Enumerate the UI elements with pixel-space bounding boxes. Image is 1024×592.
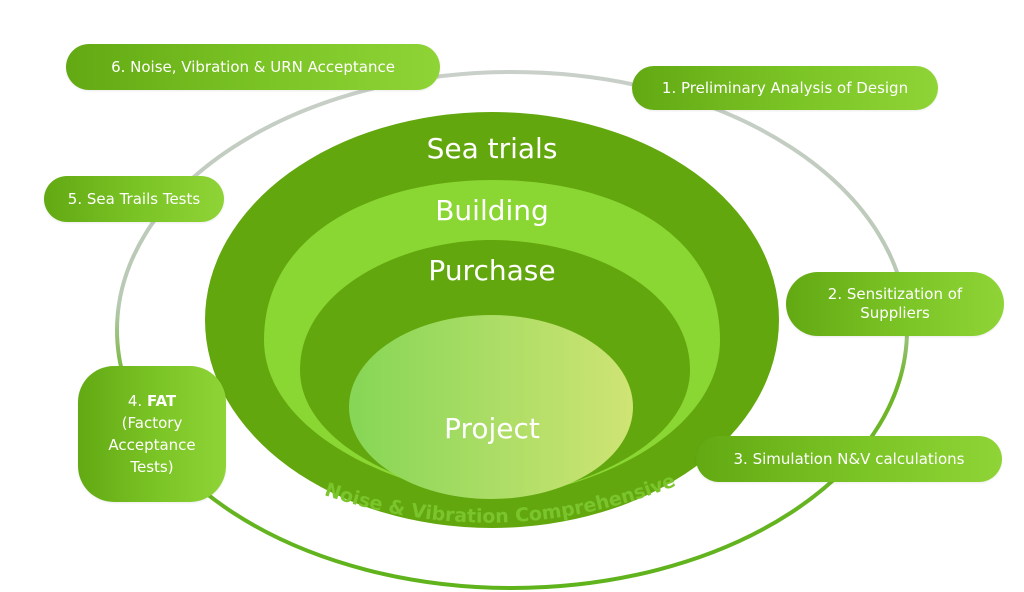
step-5-number: 5.: [67, 189, 83, 208]
step-2-label: Sensitization of Suppliers: [846, 285, 963, 322]
step-2-pill: 2. Sensitization of Suppliers: [786, 272, 1004, 336]
layer-label-sea-trials: Sea trials: [426, 132, 558, 165]
step-2-number: 2.: [827, 285, 843, 303]
step-4-label: (Factory Acceptance Tests): [108, 414, 196, 476]
step-1-pill: 1. Preliminary Analysis of Design: [632, 66, 938, 110]
step-3-label: Simulation N&V calculations: [752, 449, 965, 468]
step-6-pill: 6. Noise, Vibration & URN Acceptance: [66, 44, 440, 90]
step-1-number: 1.: [661, 78, 677, 97]
layer-label-project: Project: [444, 412, 540, 445]
step-5-pill: 5. Sea Trails Tests: [44, 176, 224, 222]
step-6-number: 6.: [111, 57, 126, 76]
step-4-pill: 4. FAT (Factory Acceptance Tests): [78, 366, 226, 502]
layer-label-purchase: Purchase: [428, 254, 556, 287]
layer-label-building: Building: [435, 194, 549, 227]
step-1-label: Preliminary Analysis of Design: [681, 78, 909, 97]
step-6-label: Noise, Vibration & URN Acceptance: [130, 57, 395, 76]
step-3-pill: 3. Simulation N&V calculations: [696, 436, 1002, 482]
step-3-number: 3.: [733, 449, 748, 468]
step-4-number: 4.: [127, 392, 143, 410]
step-4-bold-label: FAT: [146, 392, 177, 410]
layer-project-shape: [349, 315, 633, 499]
step-5-label: Sea Trails Tests: [86, 189, 201, 208]
